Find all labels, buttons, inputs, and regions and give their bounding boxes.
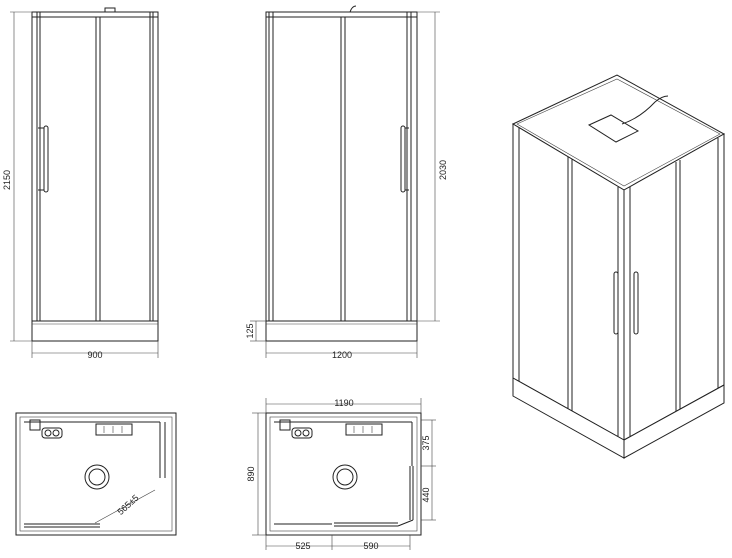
plan-right-shelf: [345, 423, 383, 436]
side-door-handle: [400, 125, 406, 193]
plan-right-offset-top-label: 375: [421, 435, 431, 450]
plan-view-left: 565±5: [15, 412, 177, 536]
front-door-handle: [43, 125, 49, 193]
iso-right-handle: [633, 271, 639, 335]
front-tray: [31, 320, 159, 342]
side-tray-height-label: 125: [245, 323, 255, 338]
plan-view-right: 1190 890 375 440 525 590: [246, 398, 436, 551]
iso-roof-panel: [587, 114, 640, 143]
plan-right-width-label: 1190: [334, 398, 353, 408]
side-door-height-label: 2030: [438, 160, 448, 180]
plan-right-outline: [265, 412, 422, 536]
plan-right-control: [291, 427, 313, 439]
plan-left-drain: [84, 464, 110, 490]
front-height-label: 2150: [2, 170, 12, 190]
plan-left-outline: [15, 412, 177, 536]
front-view: 2150 900: [2, 7, 159, 360]
plan-left-shelf: [95, 423, 133, 436]
plan-left-diagonal-dimension: [94, 489, 156, 524]
side-tray: [265, 320, 418, 342]
isometric-view: [511, 74, 726, 459]
iso-tray-right: [623, 384, 725, 459]
front-top-fitting: [104, 7, 116, 13]
plan-left-control: [41, 427, 63, 439]
iso-cable: [621, 95, 669, 125]
plan-right-valve: [279, 419, 291, 431]
front-width-label: 900: [87, 350, 102, 360]
side-width-label: 1200: [332, 350, 352, 360]
plan-right-bottom-left-label: 525: [295, 541, 310, 551]
front-frame: [31, 11, 159, 322]
side-top-fitting: [349, 5, 357, 13]
plan-right-bottom-right-label: 590: [363, 541, 378, 551]
plan-right-depth-label: 890: [246, 466, 256, 481]
plan-right-corner: [397, 519, 414, 527]
side-view: 2030 125 1200: [245, 5, 448, 360]
plan-left-diagonal-label: 565±5: [115, 493, 140, 517]
plan-right-drain: [332, 464, 358, 490]
iso-left-handle: [613, 271, 619, 335]
plan-right-offset-side-label: 440: [421, 487, 431, 502]
plan-left-valve: [29, 419, 41, 431]
